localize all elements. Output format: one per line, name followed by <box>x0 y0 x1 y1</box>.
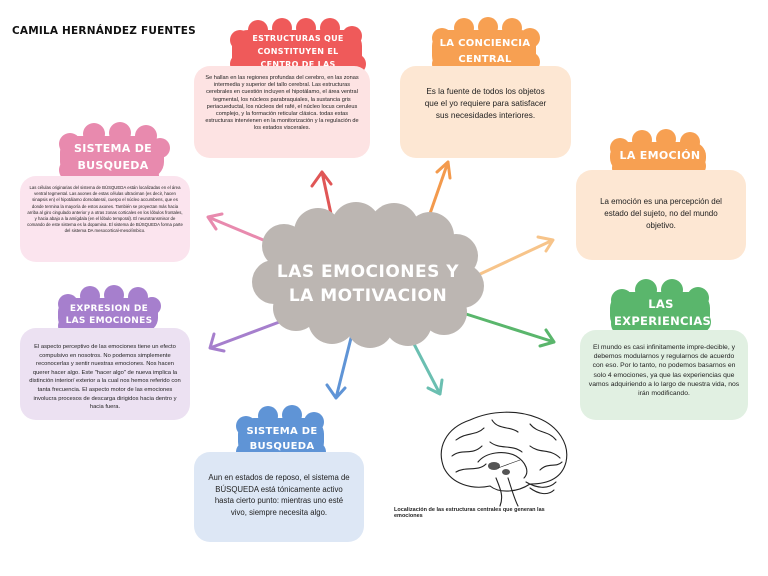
emocion-label: LA EMOCIÓN <box>619 149 701 162</box>
sistema-top-box: Las células originarias del sistema de B… <box>20 176 190 262</box>
arrow-to-sistema-top <box>206 212 270 244</box>
sistema-top-text: Las células originarias del sistema de B… <box>27 185 183 234</box>
expresion-text: El aspecto perceptivo de las emociones t… <box>29 344 181 411</box>
expresion-box: El aspecto perceptivo de las emociones t… <box>20 328 190 420</box>
experiencias-text: El mundo es casi infinitamente impre-dec… <box>588 344 740 398</box>
sistema-top-label: SISTEMA DE BUSQUEDA <box>74 142 152 172</box>
author-name: CAMILA HERNÁNDEZ FUENTES <box>12 25 196 37</box>
sistema-bottom-text: Aun en estados de reposo, el sistema de … <box>208 473 350 517</box>
sistema-bottom-label: SISTEMA DE BUSQUEDA <box>246 426 318 452</box>
estructuras-text: Se hallan en las regiones profundas del … <box>205 75 359 132</box>
arrow-to-experiencias <box>464 312 556 348</box>
sistema-bottom-label-shape <box>236 405 326 470</box>
center-title: LAS EMOCIONES Y LA MOTIVACION <box>276 262 460 306</box>
brain-caption: Localización de las estructuras centrale… <box>394 507 545 519</box>
conciencia-label: LA CONCIENCIA CENTRAL <box>439 38 531 65</box>
emocion-text: La emoción es una percepción del estado … <box>600 197 722 230</box>
conciencia-text: Es la fuente de todos los objetos que el… <box>424 87 547 120</box>
expresion-label: EXPRESION DE LAS EMOCIONES <box>65 304 153 326</box>
arrow-to-emocion <box>476 235 555 277</box>
sistema-bottom-box: Aun en estados de reposo, el sistema de … <box>194 452 364 542</box>
emocion-box: La emoción es una percepción del estado … <box>576 170 746 260</box>
conciencia-box: Es la fuente de todos los objetos que el… <box>400 66 571 158</box>
estructuras-box: Se hallan en las regiones profundas del … <box>194 66 370 158</box>
arrow-to-brain <box>412 342 444 396</box>
arrow-to-expresion <box>208 316 292 353</box>
experiencias-box: El mundo es casi infinitamente impre-dec… <box>580 330 748 420</box>
emocion-label-shape <box>610 129 706 184</box>
experiencias-label: LAS EXPERIENCIAS <box>614 297 712 328</box>
